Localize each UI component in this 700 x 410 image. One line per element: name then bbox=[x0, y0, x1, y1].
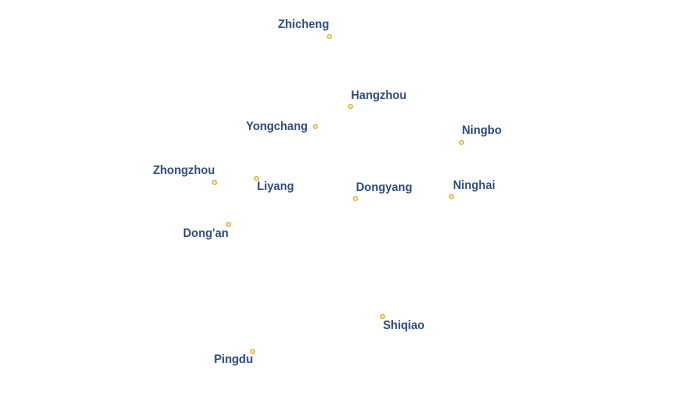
city-marker-hangzhou[interactable] bbox=[348, 104, 353, 109]
city-label-hangzhou: Hangzhou bbox=[351, 90, 407, 102]
city-label-shiqiao: Shiqiao bbox=[383, 320, 425, 332]
city-label-ningbo: Ningbo bbox=[462, 125, 502, 137]
city-marker-shiqiao[interactable] bbox=[380, 314, 385, 319]
city-label-zhicheng: Zhicheng bbox=[278, 19, 330, 31]
city-marker-zhongzhou[interactable] bbox=[212, 180, 217, 185]
city-label-zhongzhou: Zhongzhou bbox=[153, 165, 215, 177]
city-marker-ninghai[interactable] bbox=[449, 194, 454, 199]
city-label-liyang: Liyang bbox=[257, 181, 295, 193]
city-marker-ningbo[interactable] bbox=[459, 140, 464, 145]
city-marker-zhicheng[interactable] bbox=[327, 34, 332, 39]
city-label-dongyang: Dongyang bbox=[356, 182, 413, 194]
city-marker-liyang[interactable] bbox=[254, 176, 259, 181]
city-label-pingdu: Pingdu bbox=[214, 354, 253, 366]
city-marker-pingdu[interactable] bbox=[250, 349, 255, 354]
city-label-ninghai: Ninghai bbox=[453, 180, 496, 192]
city-label-yongchang: Yongchang bbox=[246, 121, 308, 133]
city-marker-dongyang[interactable] bbox=[353, 196, 358, 201]
city-marker-yongchang[interactable] bbox=[313, 124, 318, 129]
city-label-dongan: Dong'an bbox=[183, 228, 229, 240]
city-marker-dongan[interactable] bbox=[226, 222, 231, 227]
